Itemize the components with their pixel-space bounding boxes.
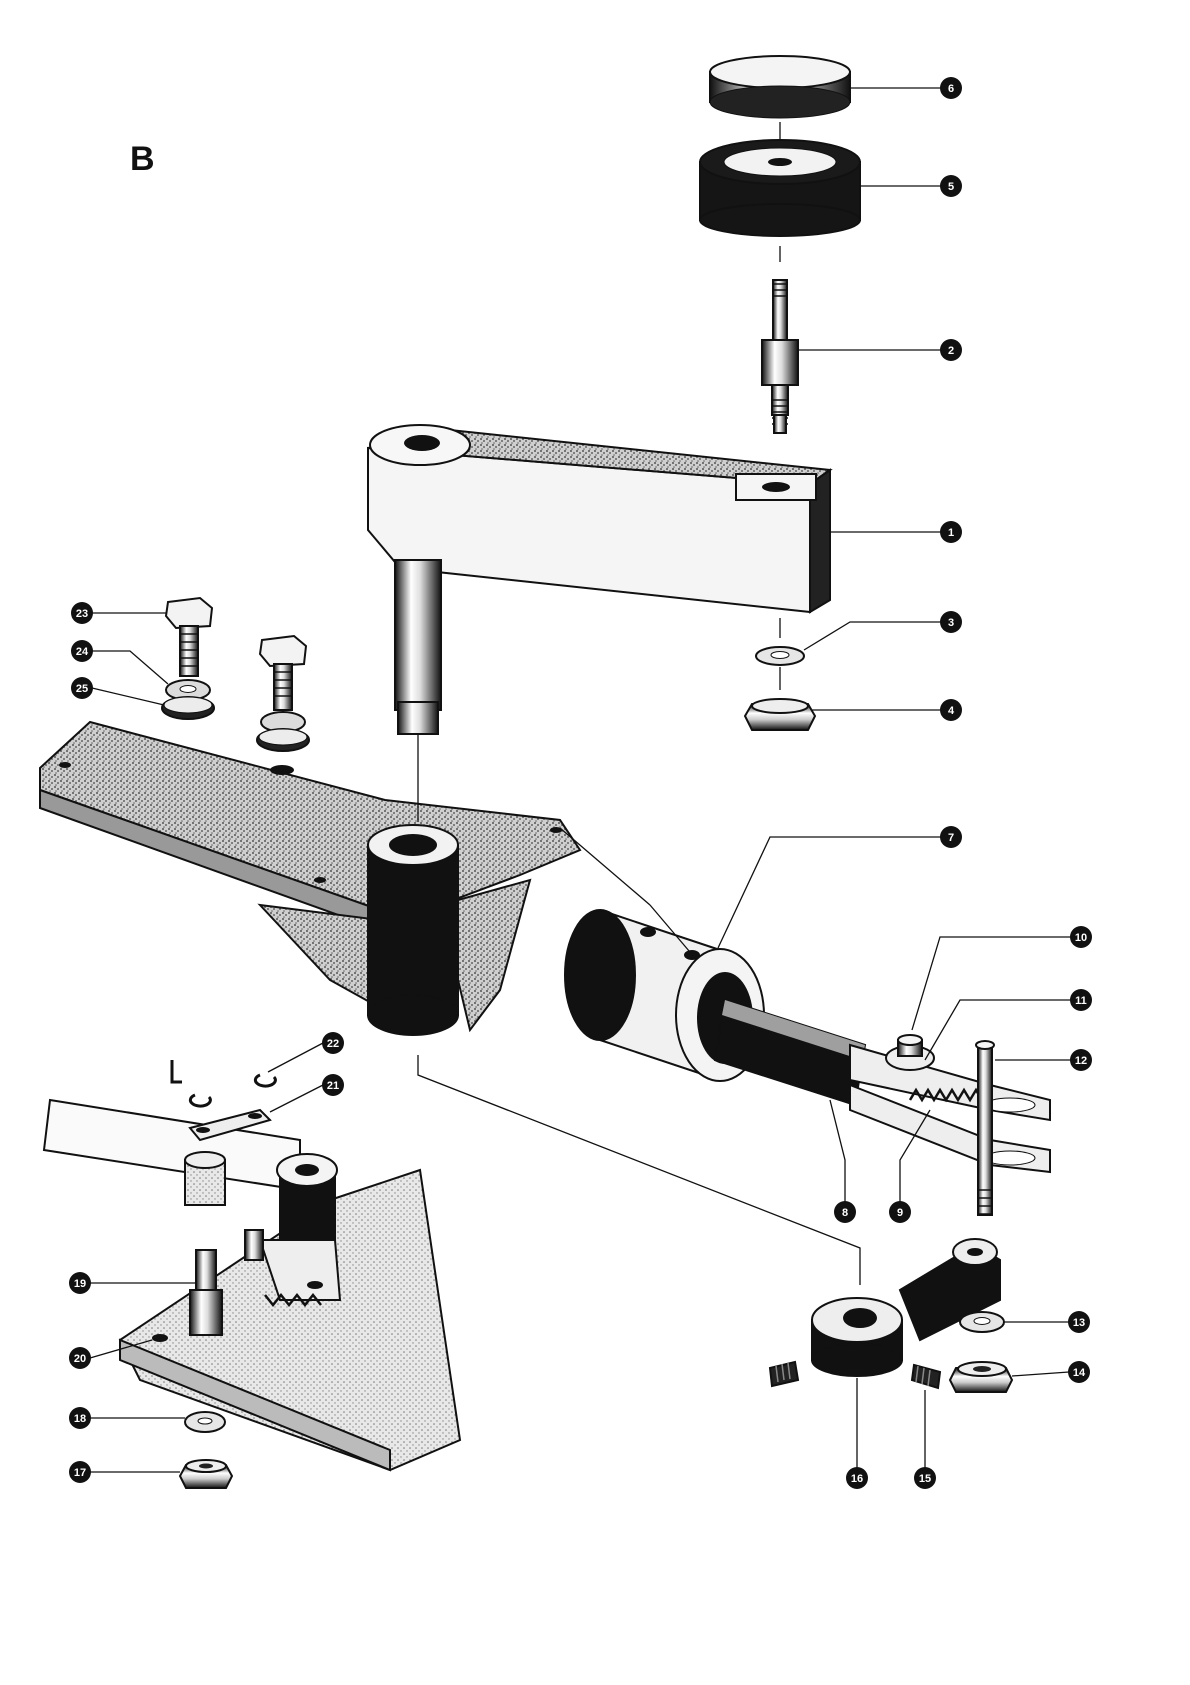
leader-line-14 bbox=[1012, 1372, 1069, 1376]
callout-number-25: 25 bbox=[76, 683, 88, 695]
part-bolt-23 bbox=[166, 598, 212, 676]
part-nut-14 bbox=[950, 1362, 1012, 1392]
callout-number-18: 18 bbox=[74, 1413, 86, 1425]
leader-line-22 bbox=[268, 1043, 323, 1072]
callout-5: 5 bbox=[940, 175, 962, 197]
part-setscrew-15 bbox=[912, 1365, 940, 1388]
part-washer-13 bbox=[960, 1312, 1004, 1332]
callout-18: 18 bbox=[69, 1407, 91, 1429]
callout-1: 1 bbox=[940, 521, 962, 543]
callout-12: 12 bbox=[1070, 1049, 1092, 1071]
callout-number-6: 6 bbox=[948, 83, 954, 95]
part-pin-12 bbox=[976, 1041, 994, 1215]
callout-15: 15 bbox=[914, 1467, 936, 1489]
part-bracket-casting bbox=[40, 722, 580, 1035]
leader-line-8 bbox=[830, 1100, 845, 1202]
part-rod-8 bbox=[715, 1000, 865, 1105]
part-roller-5 bbox=[700, 140, 860, 236]
callout-11: 11 bbox=[1070, 989, 1092, 1011]
callout-number-19: 19 bbox=[74, 1278, 86, 1290]
callout-25: 25 bbox=[71, 677, 93, 699]
callout-number-10: 10 bbox=[1075, 932, 1087, 944]
part-arm-1 bbox=[368, 425, 830, 734]
callout-8: 8 bbox=[834, 1201, 856, 1223]
leader-line-25 bbox=[92, 688, 164, 705]
callout-4: 4 bbox=[940, 699, 962, 721]
callout-number-14: 14 bbox=[1073, 1367, 1086, 1379]
part-stud-2 bbox=[762, 280, 798, 433]
callout-14: 14 bbox=[1068, 1361, 1090, 1383]
part-washer-3 bbox=[756, 647, 804, 665]
callout-number-7: 7 bbox=[948, 832, 954, 844]
callout-23: 23 bbox=[71, 602, 93, 624]
part-cap-6 bbox=[710, 56, 850, 118]
leader-line-24 bbox=[92, 651, 168, 684]
callout-number-20: 20 bbox=[74, 1353, 86, 1365]
callout-number-21: 21 bbox=[327, 1080, 339, 1092]
callout-number-16: 16 bbox=[851, 1473, 863, 1485]
callout-9: 9 bbox=[889, 1201, 911, 1223]
callout-13: 13 bbox=[1068, 1311, 1090, 1333]
callout-number-17: 17 bbox=[74, 1467, 86, 1479]
callout-22: 22 bbox=[322, 1032, 344, 1054]
callout-number-8: 8 bbox=[842, 1207, 848, 1219]
callout-number-3: 3 bbox=[948, 617, 954, 629]
callout-3: 3 bbox=[940, 611, 962, 633]
callout-number-9: 9 bbox=[897, 1207, 903, 1219]
callout-number-11: 11 bbox=[1075, 995, 1087, 1007]
callout-number-1: 1 bbox=[948, 527, 954, 539]
part-nut-4 bbox=[745, 699, 815, 730]
part-bolt-pair bbox=[257, 636, 309, 751]
callout-number-22: 22 bbox=[327, 1038, 339, 1050]
callout-16: 16 bbox=[846, 1467, 868, 1489]
part-screw-10 bbox=[886, 1035, 934, 1070]
callout-10: 10 bbox=[1070, 926, 1092, 948]
leader-line-7 bbox=[718, 837, 941, 948]
leader-line-10 bbox=[912, 937, 1071, 1030]
callout-17: 17 bbox=[69, 1461, 91, 1483]
part-clevis bbox=[850, 1045, 1050, 1172]
part-washer-25 bbox=[162, 697, 214, 719]
callout-number-2: 2 bbox=[948, 345, 954, 357]
part-washer-18 bbox=[185, 1412, 225, 1432]
part-lever-16 bbox=[812, 1239, 1000, 1376]
callout-number-13: 13 bbox=[1073, 1317, 1085, 1329]
callout-number-5: 5 bbox=[948, 181, 954, 193]
callout-24: 24 bbox=[71, 640, 93, 662]
callout-19: 19 bbox=[69, 1272, 91, 1294]
callout-number-15: 15 bbox=[919, 1473, 931, 1485]
callout-2: 2 bbox=[940, 339, 962, 361]
callout-number-12: 12 bbox=[1075, 1055, 1087, 1067]
part-eclip-22 bbox=[190, 1075, 275, 1106]
leader-line-11 bbox=[925, 1000, 1071, 1060]
callout-number-4: 4 bbox=[948, 705, 955, 717]
callout-21: 21 bbox=[322, 1074, 344, 1096]
callout-number-24: 24 bbox=[76, 646, 89, 658]
callout-number-23: 23 bbox=[76, 608, 88, 620]
callout-20: 20 bbox=[69, 1347, 91, 1369]
callout-7: 7 bbox=[940, 826, 962, 848]
leader-line-21 bbox=[270, 1085, 323, 1112]
part-setscrew bbox=[770, 1362, 798, 1386]
part-nut-17 bbox=[180, 1460, 232, 1488]
callout-6: 6 bbox=[940, 77, 962, 99]
leader-line-3 bbox=[804, 622, 941, 650]
inset-detail bbox=[44, 1100, 460, 1470]
